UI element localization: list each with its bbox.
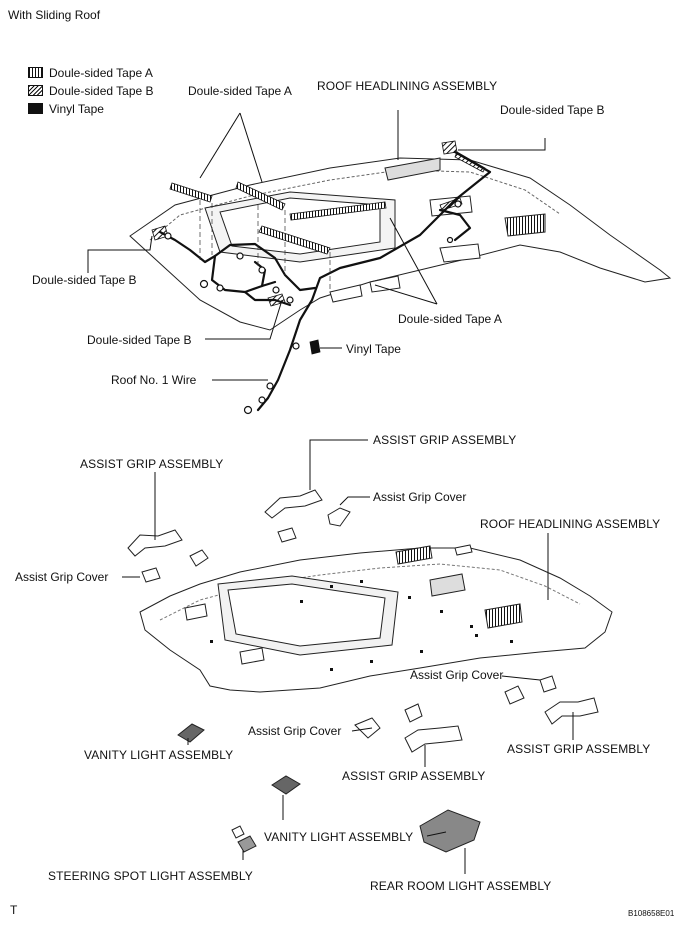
label-vanity-mid: VANITY LIGHT ASSEMBLY (264, 830, 414, 844)
panel-clips (210, 580, 513, 671)
label-cover-left: Assist Grip Cover (15, 570, 109, 584)
diagram-title: With Sliding Roof (8, 8, 101, 22)
label-rear-room: REAR ROOM LIGHT ASSEMBLY (370, 879, 552, 893)
label-roof-wire: Roof No. 1 Wire (111, 373, 197, 387)
figure-code: B108658E01 (628, 909, 675, 918)
footer-left-mark: T (10, 903, 18, 917)
tape-b-swatch-icon (28, 85, 43, 96)
label-roof-headlining-top: ROOF HEADLINING ASSEMBLY (317, 79, 498, 93)
label-roof-headlining-bottom: ROOF HEADLINING ASSEMBLY (480, 517, 661, 531)
label-tape-b-left: Doule-sided Tape B (32, 273, 137, 287)
label-cover-top: Assist Grip Cover (373, 490, 467, 504)
projection-lines (199, 200, 331, 292)
label-cover-mid: Assist Grip Cover (248, 724, 342, 738)
label-vinyl-tape: Vinyl Tape (346, 342, 401, 356)
light-parts (177, 723, 481, 853)
label-assist-grip-left: ASSIST GRIP ASSEMBLY (80, 457, 224, 471)
top-leader-lines (87, 110, 546, 381)
label-assist-grip-right: ASSIST GRIP ASSEMBLY (507, 742, 651, 756)
top-headlining-panel (129, 157, 672, 331)
bottom-leader-lines (122, 439, 574, 874)
roof-wire-harness (158, 150, 492, 412)
wire-connectors (164, 200, 462, 415)
label-tape-b-right: Doule-sided Tape B (500, 103, 605, 117)
label-steering-spot: STEERING SPOT LIGHT ASSEMBLY (48, 869, 253, 883)
label-assist-grip-top: ASSIST GRIP ASSEMBLY (373, 433, 517, 447)
label-vanity-left: VANITY LIGHT ASSEMBLY (84, 748, 234, 762)
label-cover-right: Assist Grip Cover (410, 668, 504, 682)
label-assist-grip-mid: ASSIST GRIP ASSEMBLY (342, 769, 486, 783)
assist-grip-parts (127, 489, 599, 753)
vinyl-tape-swatch-icon (28, 103, 43, 114)
tape-a-swatch-icon (28, 67, 43, 78)
label-tape-a-top: Doule-sided Tape A (188, 84, 292, 98)
label-tape-a-bottom: Doule-sided Tape A (398, 312, 502, 326)
top-tapes (151, 140, 486, 355)
label-tape-b-lower: Doule-sided Tape B (87, 333, 192, 347)
bottom-headlining-panel (139, 544, 613, 693)
